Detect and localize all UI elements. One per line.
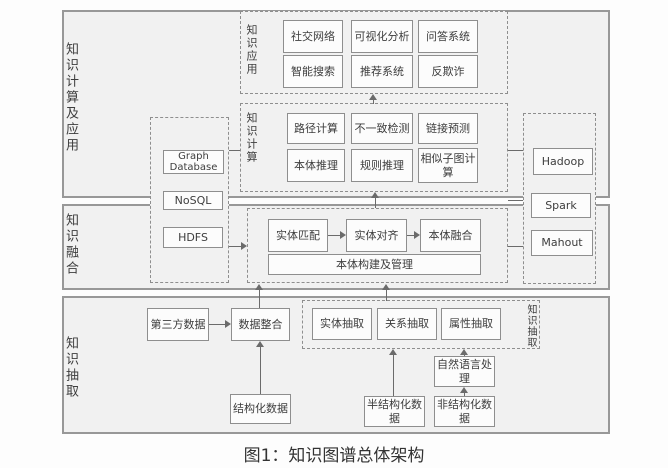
box-nosql: NoSQL [163,191,223,210]
box-ontology-construction-management: 本体构建及管理 [268,254,481,275]
box-hadoop: Hadoop [533,148,593,175]
arrow-up-computing [371,192,379,198]
arrow-up-extraction-group [389,349,397,355]
arrow-right-integration [225,320,231,328]
connector-integration-to-fusion [259,289,260,308]
section-label-extraction: 知识抽取 [63,336,78,400]
figure-caption: 图1：知识图谱总体架构 [243,446,425,466]
box-semi-structured-data: 半结构化数据 [364,396,425,427]
connector-structured-to-integration [260,346,261,394]
box-nlp: 自然语言处理 [434,356,495,387]
box-entity-alignment: 实体对齐 [346,219,407,252]
arrow-right-alignment [340,231,346,239]
box-mahout: Mahout [531,230,593,256]
connector-alignment-to-fusionbox [407,235,416,236]
box-structured-data: 结构化数据 [230,394,291,424]
connector-semistructured-to-extraction [393,354,394,396]
box-recommendation-system: 推荐系统 [351,55,413,88]
connector-fusion-to-computing [375,197,376,208]
connector-extraction-to-fusion [386,289,387,301]
box-spark: Spark [531,193,591,218]
arrow-up-extraction-group-right [460,349,468,355]
box-qa-system: 问答系统 [418,20,478,53]
connector-unstructured-to-nlp [464,392,465,397]
connector-nlp-to-extraction [464,354,465,357]
box-rule-reasoning: 规则推理 [351,149,413,182]
connector-matching-to-alignment [328,235,341,236]
connector-sections-to-bigdata [508,200,523,201]
arrow-up-nlp [460,387,468,393]
box-visualization-analysis: 可视化分析 [351,20,413,53]
group-label-extraction-pipeline: 知识抽取 [525,304,536,348]
arrow-up-application [369,94,377,100]
arrow-right-ontology-fusion [414,231,420,239]
connector-storage-to-computing [229,150,240,151]
arrow-up-fusion-left [255,284,263,290]
box-anti-fraud: 反欺诈 [418,55,478,88]
group-label-knowledge-application: 知识应用 [245,24,258,76]
connector-thirdparty-to-integration [209,324,226,325]
box-similar-subgraph-computation: 相似子图计算 [418,148,478,183]
box-inconsistency-detection: 不一致检测 [351,113,413,144]
box-ontology-fusion: 本体融合 [420,219,481,252]
box-relation-extraction: 关系抽取 [377,308,437,340]
connector-fusion-to-bigdata [508,246,523,247]
group-label-knowledge-computing: 知识计算 [245,112,258,164]
box-data-integration: 数据整合 [231,308,290,341]
box-intelligent-search: 智能搜索 [283,55,343,88]
box-link-prediction: 链接预测 [418,113,478,144]
section-label-computing-application: 知识计算及应用 [63,42,78,154]
box-social-network: 社交网络 [283,20,343,53]
section-label-fusion: 知识融合 [63,213,78,277]
arrow-right-fusion-group [241,242,247,250]
box-entity-matching: 实体匹配 [268,219,328,252]
box-third-party-data: 第三方数据 [147,308,209,341]
box-attribute-extraction: 属性抽取 [441,308,501,340]
arrow-up-fusion [382,284,390,290]
connector-computing-to-bigdata [508,150,523,151]
box-ontology-reasoning: 本体推理 [287,149,345,182]
box-graph-database: Graph Database [163,150,224,174]
connector-computing-to-application [373,99,374,104]
connector-storage-to-fusion-group [229,246,242,247]
arrow-up-integration [256,341,264,347]
box-entity-extraction: 实体抽取 [312,308,372,340]
box-path-computation: 路径计算 [287,113,345,144]
box-hdfs: HDFS [163,227,223,248]
box-unstructured-data: 非结构化数据 [434,396,495,427]
